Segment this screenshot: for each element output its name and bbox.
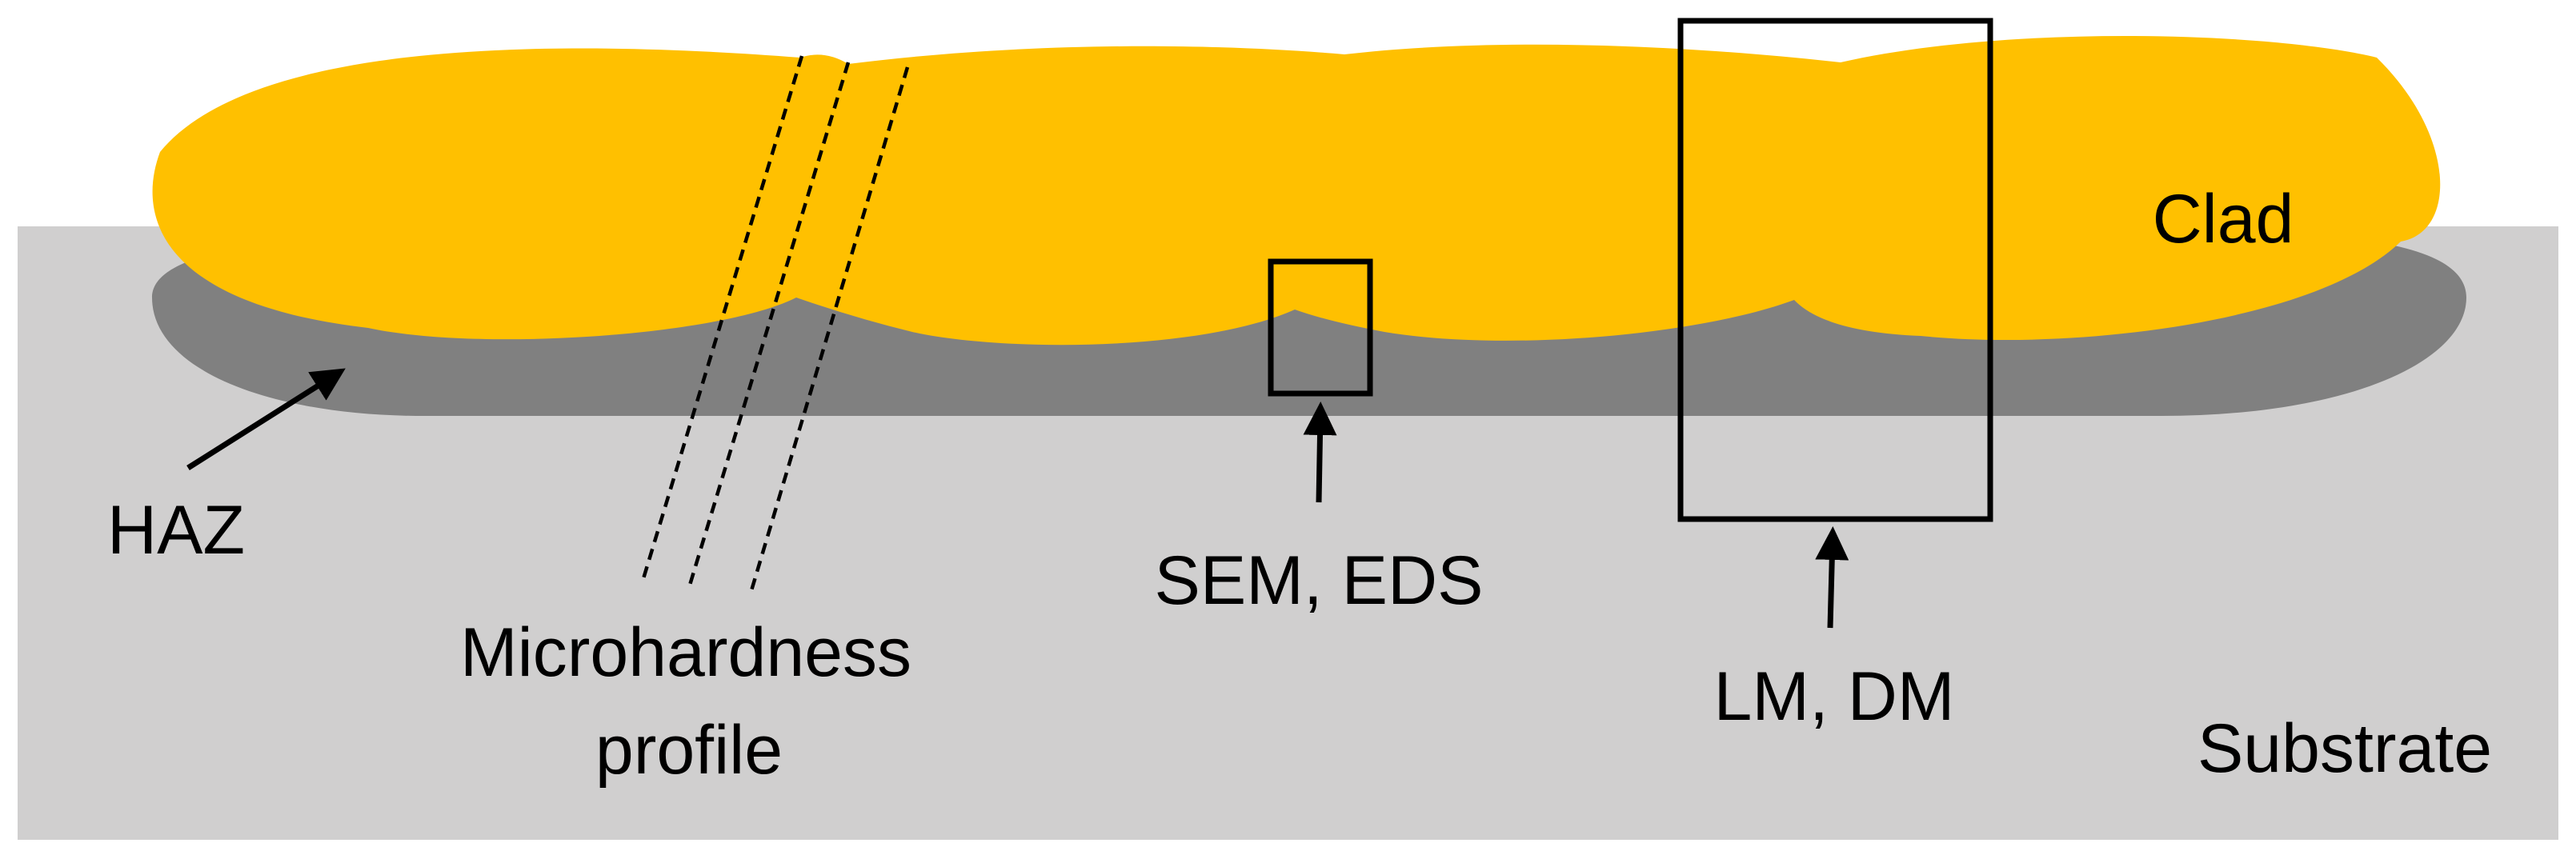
sem-eds-arrow <box>1303 402 1337 503</box>
lm-dm-label: LM, DM <box>1714 658 1955 735</box>
haz-label: HAZ <box>107 492 245 569</box>
microhardness-label-line2: profile <box>595 712 783 789</box>
haz-arrow <box>186 368 346 470</box>
microhardness-label-line1: Microhardness <box>460 614 911 691</box>
clad-region <box>152 35 2441 346</box>
clad-label: Clad <box>2153 181 2294 258</box>
lm-dm-arrow <box>1815 526 1849 629</box>
sem-eds-box <box>1268 258 1373 397</box>
sem-eds-label: SEM, EDS <box>1155 542 1484 619</box>
lm-dm-box <box>1677 18 1993 522</box>
substrate-label: Substrate <box>2197 710 2492 787</box>
